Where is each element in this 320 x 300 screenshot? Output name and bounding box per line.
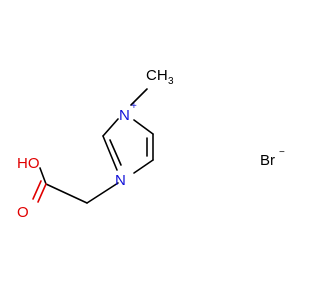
carbonyl-oxygen-label: O: [17, 204, 29, 221]
n-ring-label: N: [115, 172, 126, 189]
bromide-label: Br: [260, 152, 275, 169]
bond-ch2-carbonyl-c: [45, 183, 88, 204]
bond-n-ch2: [86, 182, 119, 204]
atom-labels: CH 3 N + N HO O Br −: [17, 67, 285, 221]
methyl-label: CH: [146, 67, 168, 84]
bond-n-plus-c2: [102, 118, 119, 137]
methyl-subscript: 3: [168, 76, 174, 87]
bond-c-oh: [39, 167, 47, 185]
bond-c5-n: [133, 159, 154, 174]
hydroxyl-label: HO: [17, 155, 40, 172]
bond-c-o-double-b: [32, 180, 42, 200]
chemical-structure-diagram: CH 3 N + N HO O Br −: [17, 67, 285, 221]
molecule-drawing: CH 3 N + N HO O Br −: [17, 67, 285, 221]
bond-c-o-double-a: [37, 183, 47, 203]
bond-c2-n: [102, 135, 118, 171]
plus-charge: +: [131, 101, 137, 112]
n-plus-label: N: [119, 107, 130, 124]
bonds: [32, 88, 154, 204]
bond-n-methyl: [130, 88, 148, 106]
minus-charge: −: [279, 147, 285, 158]
bond-c2-double: [109, 139, 122, 166]
bond-n-plus-c4: [133, 119, 154, 135]
